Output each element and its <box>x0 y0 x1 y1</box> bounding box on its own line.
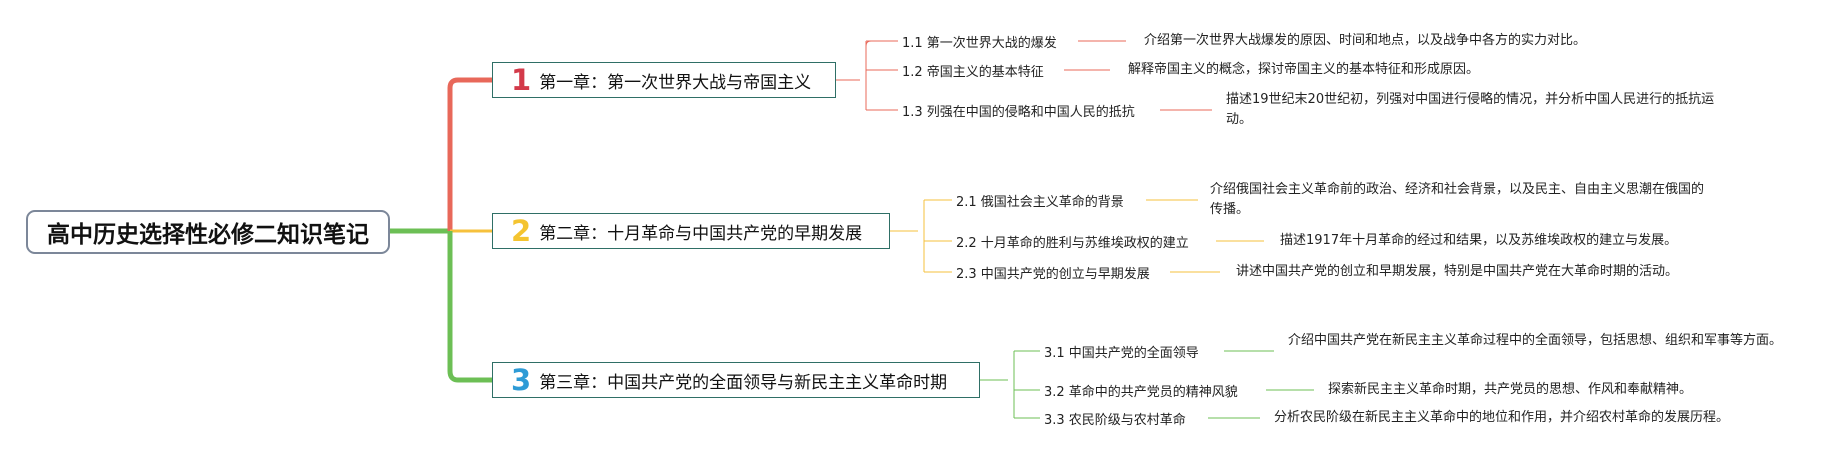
section-1-2-label[interactable]: 1.2 帝国主义的基本特征 <box>902 65 1044 80</box>
chapter-1-title: 第一章：第一次世界大战与帝国主义 <box>539 72 812 93</box>
section-2-2-desc: 描述1917年十月革命的经过和结果，以及苏维埃政权的建立与发展。 <box>1280 233 1678 248</box>
section-2-1-desc: 介绍俄国社会主义革命前的政治、经济和社会背景，以及民主、自由主义思潮在俄国的传播… <box>1210 182 1705 217</box>
chapter-1-number: 1 <box>511 62 532 97</box>
section-1-1-label[interactable]: 1.1 第一次世界大战的爆发 <box>902 36 1057 51</box>
chapter-1-bracket <box>836 40 898 111</box>
chapter-3-bracket <box>980 350 1040 419</box>
chapter-1-connector <box>447 77 492 231</box>
chapter-1-node[interactable]: 1 第一章：第一次世界大战与帝国主义 <box>492 62 836 98</box>
section-3-3-desc: 分析农民阶级在新民主主义革命中的地位和作用，并介绍农村革命的发展历程。 <box>1274 410 1730 425</box>
section-2-3-label[interactable]: 2.3 中国共产党的创立与早期发展 <box>956 267 1150 282</box>
chapter-3-node[interactable]: 3 第三章：中国共产党的全面领导与新民主主义革命时期 <box>492 362 980 398</box>
section-2-1-label[interactable]: 2.1 俄国社会主义革命的背景 <box>956 195 1124 210</box>
chapter-3-number: 3 <box>511 362 532 397</box>
section-1-3-desc: 描述19世纪末20世纪初，列强对中国进行侵略的情况，并分析中国人民进行的抵抗运动… <box>1226 92 1715 127</box>
section-3-3-label[interactable]: 3.3 农民阶级与农村革命 <box>1044 413 1186 428</box>
chapter-2-bracket <box>890 199 952 273</box>
chapter-3-title: 第三章：中国共产党的全面领导与新民主主义革命时期 <box>539 372 948 393</box>
section-1-2-desc: 解释帝国主义的概念，探讨帝国主义的基本特征和形成原因。 <box>1128 62 1480 77</box>
section-2-3-desc: 讲述中国共产党的创立和早期发展，特别是中国共产党在大革命时期的活动。 <box>1236 264 1679 279</box>
section-3-2-desc: 探索新民主主义革命时期，共产党员的思想、作风和奉献精神。 <box>1328 382 1693 397</box>
chapter-3-connector <box>447 231 492 383</box>
root-node[interactable]: 高中历史选择性必修二知识笔记 <box>26 210 390 254</box>
chapter-2-title: 第二章：十月革命与中国共产党的早期发展 <box>539 223 863 244</box>
root-title: 高中历史选择性必修二知识笔记 <box>47 222 369 248</box>
section-3-1-desc: 介绍中国共产党在新民主主义革命过程中的全面领导，包括思想、组织和军事等方面。 <box>1288 333 1783 348</box>
section-3-1-label[interactable]: 3.1 中国共产党的全面领导 <box>1044 346 1199 361</box>
section-2-2-label[interactable]: 2.2 十月革命的胜利与苏维埃政权的建立 <box>956 236 1189 251</box>
chapter-2-number: 2 <box>511 213 532 248</box>
section-1-1-desc: 介绍第一次世界大战爆发的原因、时间和地点，以及战争中各方的实力对比。 <box>1144 33 1587 48</box>
section-3-2-label[interactable]: 3.2 革命中的共产党员的精神风貌 <box>1044 385 1238 400</box>
chapter-2-node[interactable]: 2 第二章：十月革命与中国共产党的早期发展 <box>492 213 890 249</box>
section-1-3-label[interactable]: 1.3 列强在中国的侵略和中国人民的抵抗 <box>902 105 1135 120</box>
